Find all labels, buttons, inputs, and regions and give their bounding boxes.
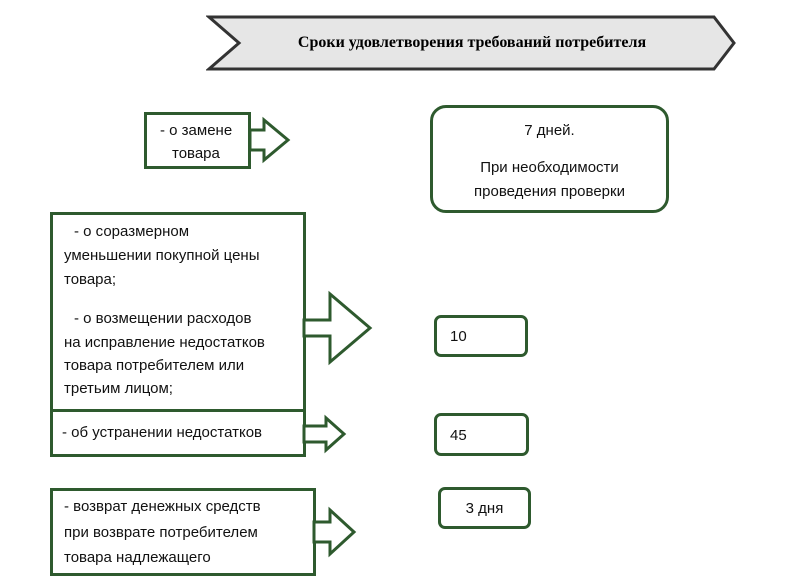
- reduce-line-2: уменьшении покупной цены: [64, 247, 260, 264]
- refund-arrow: [312, 506, 357, 558]
- title-banner: Сроки удовлетворения требований потребит…: [206, 14, 738, 72]
- fix-line: - об устранении недостатков: [62, 424, 263, 441]
- refund-box: [50, 488, 316, 576]
- ten-days-text: 10: [450, 328, 467, 345]
- replace-line-1: - о замене: [160, 122, 233, 139]
- check-line-1: При необходимости: [480, 159, 619, 176]
- reimburse-line-2: на исправление недостатков: [64, 334, 265, 351]
- refund-line-3: товара надлежащего: [64, 549, 211, 566]
- reimburse-line-3: товара потребителем или: [64, 357, 245, 374]
- replace-box: [144, 112, 251, 169]
- ten-days-box: [434, 315, 528, 357]
- diagram-title: Сроки удовлетворения требований потребит…: [297, 34, 647, 51]
- reimburse-line-1: - о возмещении расходов: [74, 310, 252, 327]
- fortyfive-days-box: [434, 413, 529, 456]
- banner-shape: [206, 15, 736, 71]
- check-line-2: проведения проверки: [474, 183, 625, 200]
- reduce-arrow: [302, 290, 373, 366]
- reduce-reimburse-fix-box: [50, 212, 306, 457]
- reimburse-line-4: третьим лицом;: [64, 380, 173, 397]
- fortyfive-days-text: 45: [450, 427, 467, 444]
- fix-divider: [50, 409, 306, 412]
- fix-arrow: [302, 414, 347, 454]
- replace-line-2: товара: [172, 145, 220, 162]
- reduce-line-1: - о соразмерном: [74, 223, 190, 240]
- seven-days-text: 7 дней.: [524, 122, 575, 139]
- three-days-text: 3 дня: [465, 500, 504, 517]
- refund-line-1: - возврат денежных средств: [64, 498, 261, 515]
- reduce-line-3: товара;: [64, 271, 117, 288]
- seven-days-box: [430, 105, 669, 213]
- refund-line-2: при возврате потребителем: [64, 524, 258, 541]
- three-days-box: [438, 487, 531, 529]
- replace-arrow: [248, 116, 291, 164]
